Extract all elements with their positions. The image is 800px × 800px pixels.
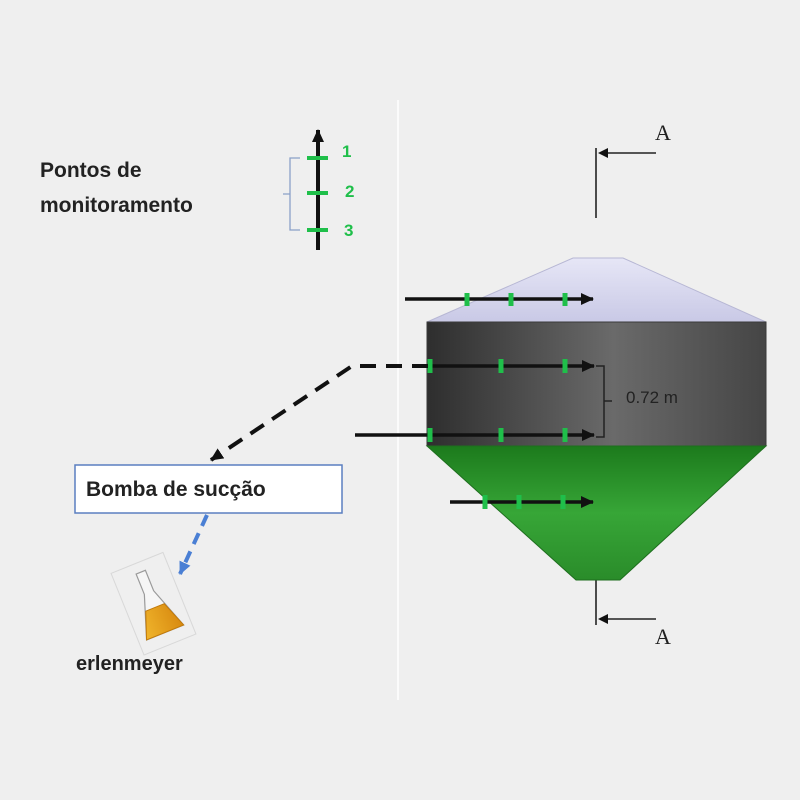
legend-point-label-2: 2 — [345, 182, 354, 201]
section-top-label: A — [655, 120, 671, 145]
pump-box — [74, 464, 343, 514]
suction-line — [209, 364, 428, 462]
tank-cylinder — [426, 321, 767, 447]
tank-top-cone — [426, 257, 767, 323]
legend-title-line2: monitoramento — [40, 194, 193, 217]
legend-point-label-3: 3 — [344, 221, 353, 240]
legend-point-label-1: 1 — [342, 142, 351, 161]
legend-brace — [283, 157, 300, 231]
dimension-label: 0.72 m — [626, 388, 678, 407]
tank-bottom-cone — [425, 445, 768, 581]
erlenmeyer-flask-icon — [110, 551, 197, 656]
pump-to-flask-arrow — [178, 514, 209, 575]
legend-title-line1: Pontos de — [40, 159, 142, 182]
pump-label: Bomba de sucção — [86, 478, 266, 501]
dimension-bracket — [596, 365, 612, 438]
probe-markers — [427, 293, 568, 509]
section-bottom-label: A — [655, 624, 671, 649]
flask-label: erlenmeyer — [76, 653, 183, 675]
